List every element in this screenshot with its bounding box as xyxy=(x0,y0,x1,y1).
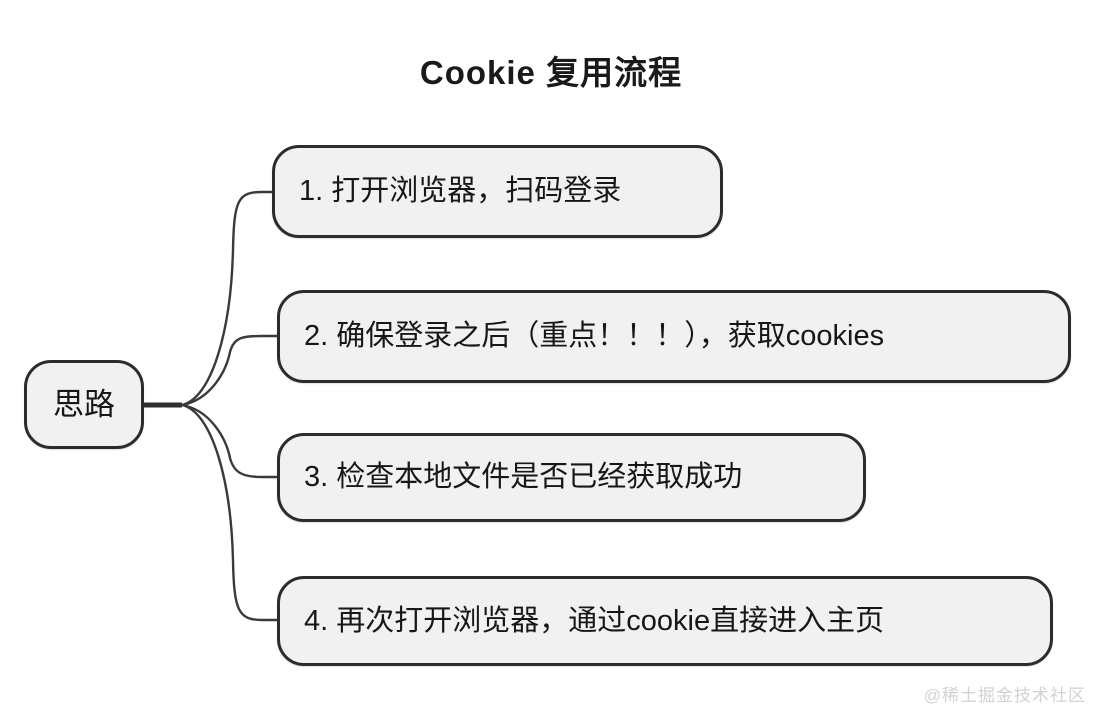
branch-node-4-label: 4. 再次打开浏览器，通过cookie直接进入主页 xyxy=(304,604,885,637)
mindmap-branch-node-2[interactable]: 2. 确保登录之后（重点！！！），获取cookies xyxy=(277,290,1071,383)
mindmap-branch-node-4[interactable]: 4. 再次打开浏览器，通过cookie直接进入主页 xyxy=(277,576,1053,666)
diagram-title: Cookie 复用流程 xyxy=(419,54,683,91)
branch-node-3-label: 3. 检查本地文件是否已经获取成功 xyxy=(304,461,743,493)
mindmap-root-node[interactable]: 思路 xyxy=(24,360,144,449)
root-node-label: 思路 xyxy=(53,387,115,422)
edge-to-branch-1 xyxy=(180,190,276,407)
branch-node-2-label: 2. 确保登录之后（重点！！！），获取cookies xyxy=(304,320,885,352)
mindmap-branch-node-1[interactable]: 1. 打开浏览器，扫码登录 xyxy=(272,145,723,238)
branch-node-1-label: 1. 打开浏览器，扫码登录 xyxy=(299,175,622,207)
mindmap-branch-node-3[interactable]: 3. 检查本地文件是否已经获取成功 xyxy=(277,433,866,522)
watermark: @稀土掘金技术社区 xyxy=(923,686,1086,705)
edge-to-branch-2 xyxy=(180,334,280,407)
edge-to-branch-3 xyxy=(180,403,280,479)
edge-to-branch-4 xyxy=(180,403,280,622)
